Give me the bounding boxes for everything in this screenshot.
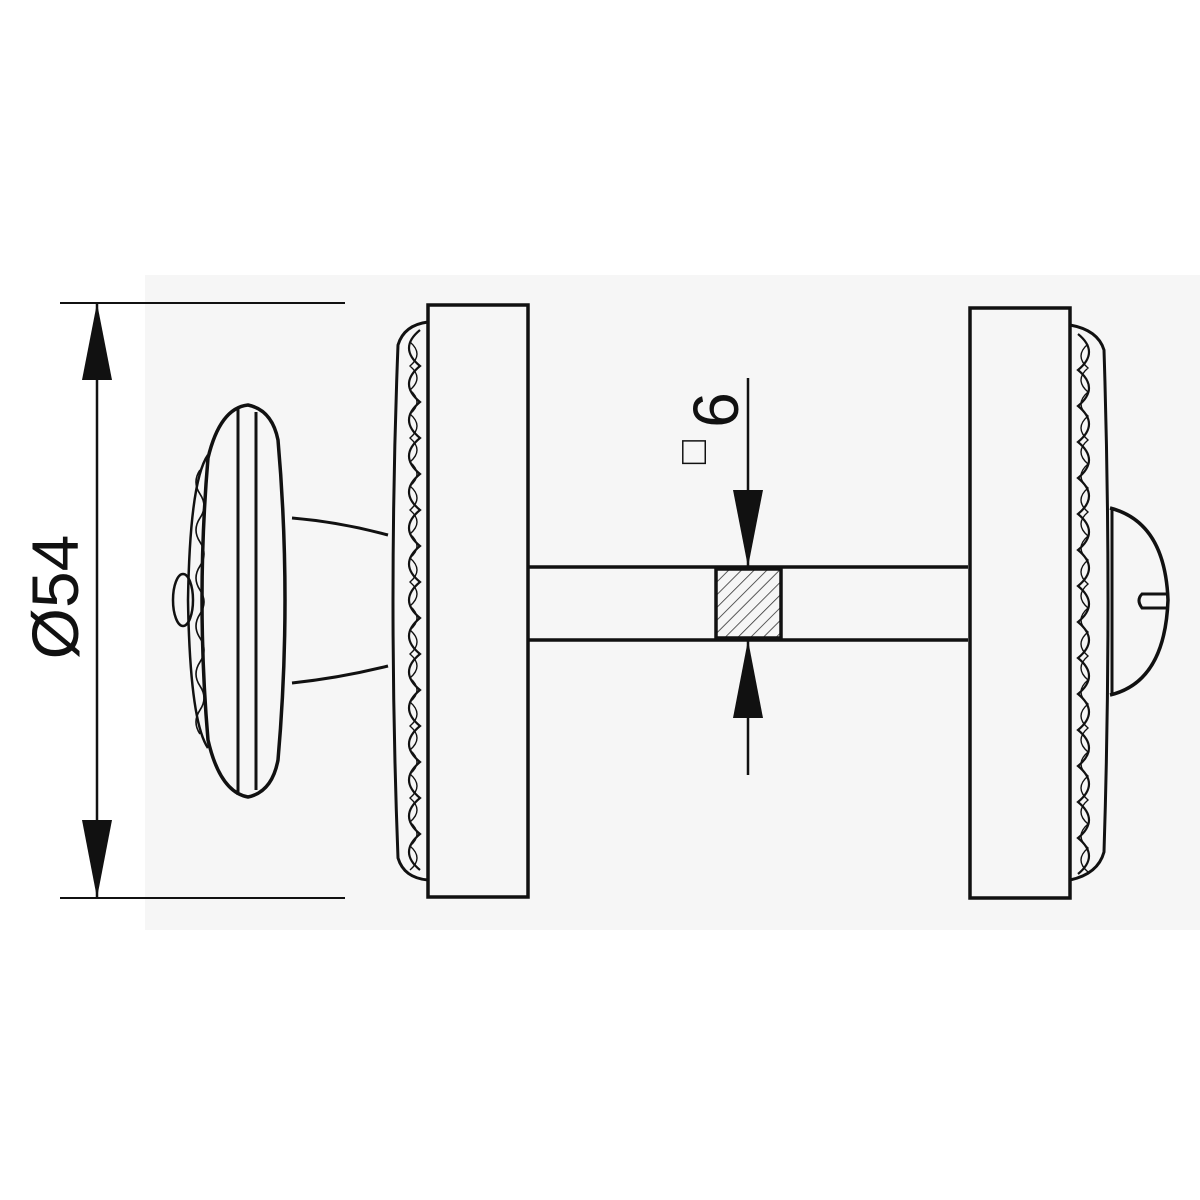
rose-left-outline xyxy=(391,320,429,882)
diameter-dimension: Ø54 xyxy=(18,302,345,899)
square-symbol: □ xyxy=(671,440,715,464)
screw-slot xyxy=(1137,592,1168,610)
rose-right-braid-2 xyxy=(1080,343,1090,873)
knob-head xyxy=(200,403,287,799)
spindle-dimension: 6 □ xyxy=(671,378,763,775)
knob-face-ornament xyxy=(195,469,205,735)
rose-plate-left xyxy=(426,303,530,899)
rose-right-braid-1 xyxy=(1076,333,1091,875)
screw-head-right xyxy=(1109,506,1170,697)
spindle-size-label: 6 xyxy=(680,392,752,428)
rose-plate-right xyxy=(968,306,1072,900)
arrowhead-top xyxy=(82,303,112,380)
spindle-arrowhead-top xyxy=(733,490,763,567)
scan-background xyxy=(145,275,1200,930)
rose-left-ornament xyxy=(391,320,429,882)
rose-right-ornament xyxy=(1069,323,1110,882)
knob-center-boss xyxy=(171,572,195,628)
spindle-section-hatched xyxy=(714,567,783,640)
screw-head-dome xyxy=(1109,506,1170,697)
rose-left-braid-2 xyxy=(408,341,418,871)
knob-stem-top xyxy=(291,516,389,537)
knob-face-edge xyxy=(186,454,210,749)
arrowhead-bottom xyxy=(82,820,112,898)
rose-left-braid-1 xyxy=(407,329,422,871)
knob-stem-bottom xyxy=(291,664,389,685)
rose-right-outline xyxy=(1069,323,1110,882)
knob-left xyxy=(171,403,389,799)
diameter-label: Ø54 xyxy=(18,535,92,660)
spindle-arrowhead-bottom xyxy=(733,640,763,718)
